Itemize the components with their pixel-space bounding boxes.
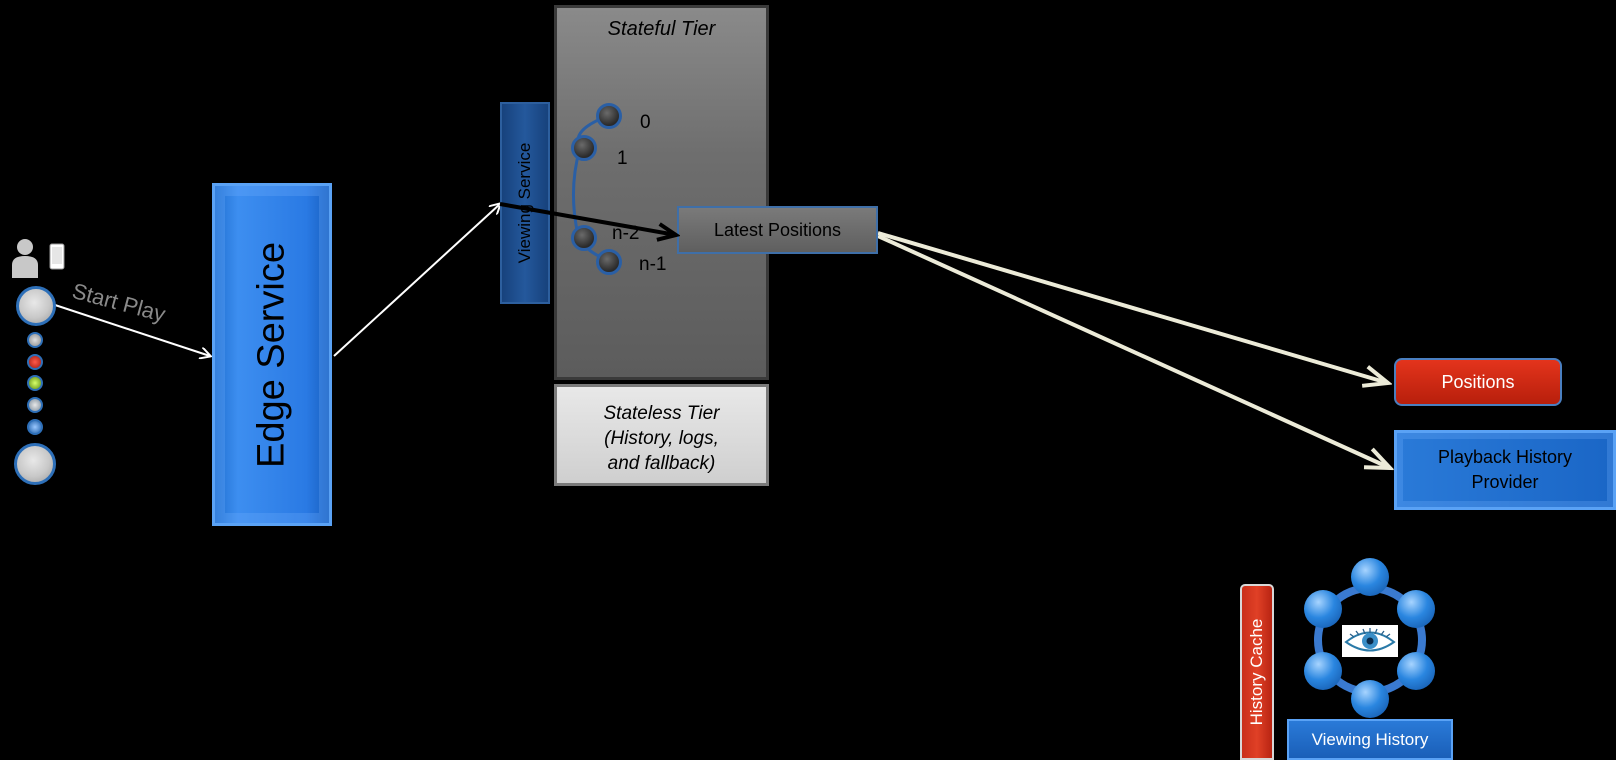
arrow-latest-to-positions <box>877 231 1388 383</box>
positions-box[interactable]: Positions <box>1394 358 1562 406</box>
playback-history-line-2: Provider <box>1471 472 1539 492</box>
history-cache-box[interactable]: History Cache <box>1240 584 1274 760</box>
stateless-tier-line-2: (History, logs, <box>604 428 719 449</box>
cluster-node-upper-left <box>1304 590 1342 628</box>
device-bottom-orb <box>14 443 56 485</box>
stateless-tier-box[interactable]: Stateless Tier (History, logs, and fallb… <box>554 384 769 486</box>
stateless-tier-line-3: and fallback) <box>607 453 716 474</box>
edge-service-label: Edge Service <box>250 241 293 468</box>
phone-icon <box>49 243 65 270</box>
device-dot-4 <box>27 397 43 413</box>
device-dot-2 <box>27 354 43 370</box>
device-dot-3 <box>27 375 43 391</box>
device-dot-5 <box>27 419 43 435</box>
cluster-node-upper-right <box>1397 590 1435 628</box>
viewing-service-box[interactable]: Viewing Service <box>500 102 550 304</box>
stateless-tier-line-1: Stateless Tier <box>603 403 720 424</box>
edge-service-box[interactable]: Edge Service <box>212 183 332 526</box>
user-icon <box>12 239 38 278</box>
viewing-service-label: Viewing Service <box>515 142 534 264</box>
stateful-tier-box[interactable]: Stateful Tier <box>554 5 769 380</box>
device-top-orb <box>16 286 56 326</box>
cluster-node-bottom <box>1351 680 1389 718</box>
arrow-edge-to-viewing <box>333 204 500 357</box>
history-cache-label: History Cache <box>1247 618 1266 726</box>
latest-positions-box[interactable]: Latest Positions <box>677 206 878 254</box>
playback-history-provider-box[interactable]: Playback History Provider <box>1394 430 1616 510</box>
cluster-node-lower-right <box>1397 652 1435 690</box>
viewing-history-box[interactable]: Viewing History <box>1287 719 1453 760</box>
playback-history-line-1: Playback History <box>1437 447 1573 467</box>
device-dot-1 <box>27 332 43 348</box>
ring-label-0: 0 <box>640 112 651 133</box>
eye-logo-icon <box>1342 625 1398 657</box>
ring-node-0 <box>596 103 622 129</box>
stateful-tier-title: Stateful Tier <box>607 18 716 40</box>
ring-label-1: 1 <box>617 148 628 169</box>
cluster-node-top <box>1351 558 1389 596</box>
cluster-node-lower-left <box>1304 652 1342 690</box>
ring-node-n-1 <box>596 249 622 275</box>
arrow-device-to-edge <box>51 303 210 356</box>
ring-label-n-2: n-2 <box>612 223 640 244</box>
ring-node-n-2 <box>571 225 597 251</box>
ring-node-1 <box>571 135 597 161</box>
ring-label-n-1: n-1 <box>639 254 667 275</box>
arrow-latest-to-playback <box>877 234 1390 468</box>
